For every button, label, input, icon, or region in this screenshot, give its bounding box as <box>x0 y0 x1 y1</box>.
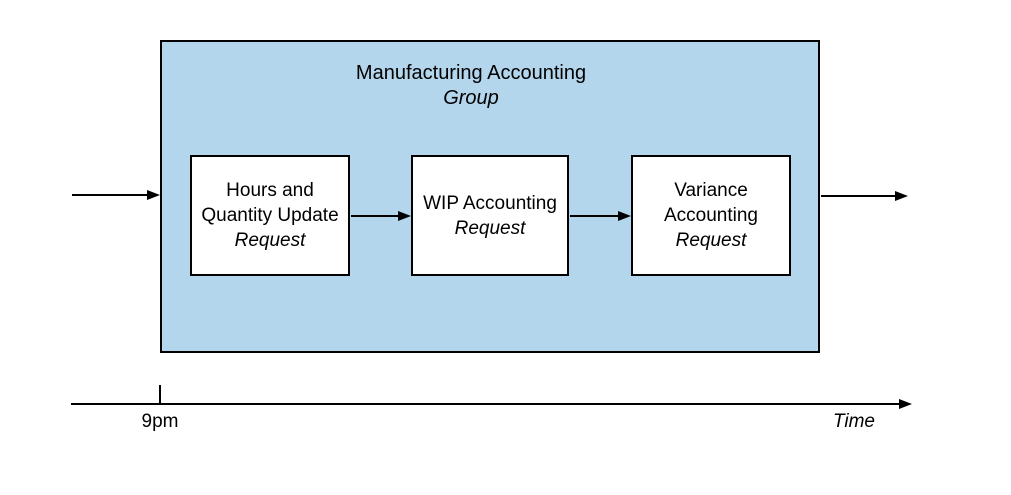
arrowhead-icon <box>895 191 908 201</box>
group-title-block: Manufacturing Accounting Group <box>311 61 631 111</box>
node-line: WIP Accounting <box>423 192 557 214</box>
node-request-label: Request <box>675 230 747 251</box>
arrowhead-icon <box>899 399 912 409</box>
arrowhead-icon <box>147 190 160 200</box>
node-line: Accounting <box>663 205 758 226</box>
group-subtitle: Group <box>443 87 499 109</box>
node-line: Hours and <box>226 180 314 201</box>
flow-in-arrow <box>72 190 160 200</box>
node-wip-accounting: WIP Accounting Request <box>411 155 569 276</box>
node-hours-quantity-update: Hours and Quantity Update Request <box>190 155 350 276</box>
flow-out-arrow <box>821 191 908 201</box>
node-variance-accounting: Variance Accounting Request <box>631 155 791 276</box>
tick-label-9pm: 9pm <box>141 411 179 432</box>
node-line: Variance <box>674 180 748 201</box>
node-request-label: Request <box>234 230 306 251</box>
time-axis-label: Time <box>832 411 875 432</box>
node-line: Quantity Update <box>201 205 339 226</box>
group-title: Manufacturing Accounting <box>355 62 587 84</box>
timeline-axis <box>71 385 912 409</box>
node-request-label: Request <box>454 217 526 239</box>
